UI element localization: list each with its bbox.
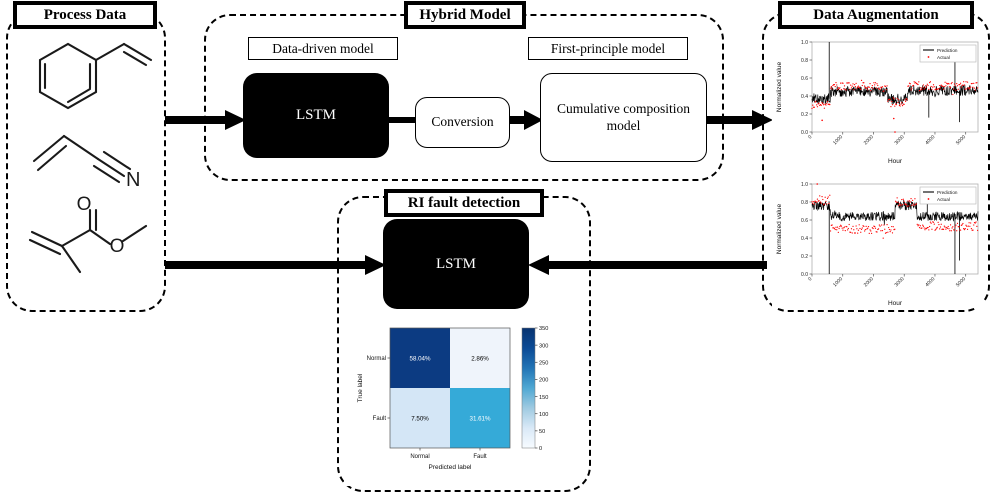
svg-text:350: 350 bbox=[539, 326, 548, 332]
svg-text:Fault: Fault bbox=[473, 454, 487, 460]
svg-text:0.8: 0.8 bbox=[801, 200, 808, 206]
hybrid-model-title-text: Hybrid Model bbox=[419, 6, 511, 23]
svg-text:250: 250 bbox=[539, 360, 548, 366]
svg-text:0: 0 bbox=[539, 446, 542, 452]
svg-text:Normalized value: Normalized value bbox=[776, 62, 783, 113]
svg-text:Actual: Actual bbox=[937, 55, 950, 60]
svg-text:0.4: 0.4 bbox=[801, 236, 808, 242]
svg-text:5000: 5000 bbox=[955, 134, 967, 146]
fault-lstm-block: LSTM bbox=[383, 219, 529, 309]
process-data-title: Process Data bbox=[14, 2, 156, 28]
svg-text:Prediction: Prediction bbox=[937, 190, 958, 195]
conversion-label: Conversion bbox=[431, 114, 494, 130]
data-driven-model-label: Data-driven model bbox=[248, 37, 398, 60]
arrow-augmentation-to-fault-lstm bbox=[527, 253, 767, 277]
data-augmentation-title: Data Augmentation bbox=[779, 2, 973, 28]
hybrid-lstm-block: LSTM bbox=[243, 73, 389, 158]
svg-text:0.8: 0.8 bbox=[801, 58, 808, 64]
arrow-lstm-to-conversion bbox=[386, 113, 419, 127]
svg-text:True label: True label bbox=[357, 373, 364, 402]
first-principle-model-label: First-principle model bbox=[528, 37, 688, 60]
arrow-process-to-fault-lstm bbox=[165, 253, 387, 277]
svg-text:7.50%: 7.50% bbox=[411, 416, 429, 423]
svg-text:3000: 3000 bbox=[894, 134, 906, 146]
svg-text:4000: 4000 bbox=[924, 134, 936, 146]
data-augmentation-title-text: Data Augmentation bbox=[813, 6, 939, 23]
svg-text:Fault: Fault bbox=[373, 416, 387, 422]
svg-text:150: 150 bbox=[539, 395, 548, 401]
svg-text:Hour: Hour bbox=[888, 158, 903, 165]
conversion-block: Conversion bbox=[415, 97, 510, 148]
svg-text:Prediction: Prediction bbox=[937, 48, 958, 53]
svg-text:300: 300 bbox=[539, 343, 548, 349]
svg-text:1000: 1000 bbox=[832, 134, 844, 146]
arrow-process-to-lstm bbox=[165, 108, 247, 132]
svg-text:Predicted label: Predicted label bbox=[429, 464, 473, 471]
hybrid-model-title: Hybrid Model bbox=[405, 2, 525, 28]
molecule-acrylonitrile: N bbox=[20, 124, 156, 196]
svg-text:200: 200 bbox=[539, 378, 548, 384]
svg-text:50: 50 bbox=[539, 429, 545, 435]
data-driven-model-text: Data-driven model bbox=[272, 40, 374, 56]
fault-lstm-label: LSTM bbox=[435, 255, 476, 272]
ri-fault-detection-title-text: RI fault detection bbox=[407, 194, 521, 211]
svg-text:5000: 5000 bbox=[955, 276, 967, 288]
svg-text:Normal: Normal bbox=[410, 454, 429, 460]
svg-text:0.4: 0.4 bbox=[801, 94, 808, 100]
svg-text:1.0: 1.0 bbox=[801, 40, 808, 46]
svg-text:0.6: 0.6 bbox=[801, 218, 808, 224]
svg-text:0: 0 bbox=[807, 134, 813, 140]
ri-fault-detection-title: RI fault detection bbox=[385, 190, 543, 216]
arrow-hybrid-to-augmentation bbox=[682, 108, 774, 132]
svg-text:0: 0 bbox=[807, 276, 813, 282]
svg-text:Actual: Actual bbox=[937, 197, 950, 202]
svg-text:2.86%: 2.86% bbox=[471, 356, 489, 363]
svg-text:58.04%: 58.04% bbox=[410, 356, 431, 363]
atom-label-o-ester: O bbox=[110, 236, 125, 257]
svg-text:Normal: Normal bbox=[367, 356, 386, 362]
svg-text:4000: 4000 bbox=[924, 276, 936, 288]
svg-text:0.0: 0.0 bbox=[801, 130, 808, 136]
svg-text:2000: 2000 bbox=[863, 276, 875, 288]
svg-text:0.2: 0.2 bbox=[801, 112, 808, 118]
svg-text:1.0: 1.0 bbox=[801, 182, 808, 188]
svg-text:0.2: 0.2 bbox=[801, 254, 808, 260]
svg-text:100: 100 bbox=[539, 412, 548, 418]
atom-label-n: N bbox=[126, 169, 140, 191]
hybrid-lstm-label: LSTM bbox=[295, 107, 336, 123]
atom-label-o-double: O bbox=[77, 196, 92, 215]
cumulative-composition-label: Cumulative composition model bbox=[556, 100, 691, 133]
molecule-methyl-methacrylate: O O bbox=[18, 196, 158, 288]
svg-text:Normalized value: Normalized value bbox=[776, 204, 783, 255]
svg-text:1000: 1000 bbox=[832, 276, 844, 288]
svg-text:0.0: 0.0 bbox=[801, 272, 808, 278]
svg-text:31.61%: 31.61% bbox=[470, 416, 491, 423]
cumulative-composition-block: Cumulative composition model bbox=[540, 73, 707, 162]
svg-text:0.6: 0.6 bbox=[801, 76, 808, 82]
arrow-conversion-to-cumulative bbox=[506, 108, 544, 132]
process-data-title-text: Process Data bbox=[43, 6, 127, 23]
svg-text:3000: 3000 bbox=[894, 276, 906, 288]
svg-text:Hour: Hour bbox=[888, 300, 903, 307]
first-principle-model-text: First-principle model bbox=[550, 40, 666, 56]
svg-text:2000: 2000 bbox=[863, 134, 875, 146]
molecule-styrene bbox=[20, 34, 156, 110]
